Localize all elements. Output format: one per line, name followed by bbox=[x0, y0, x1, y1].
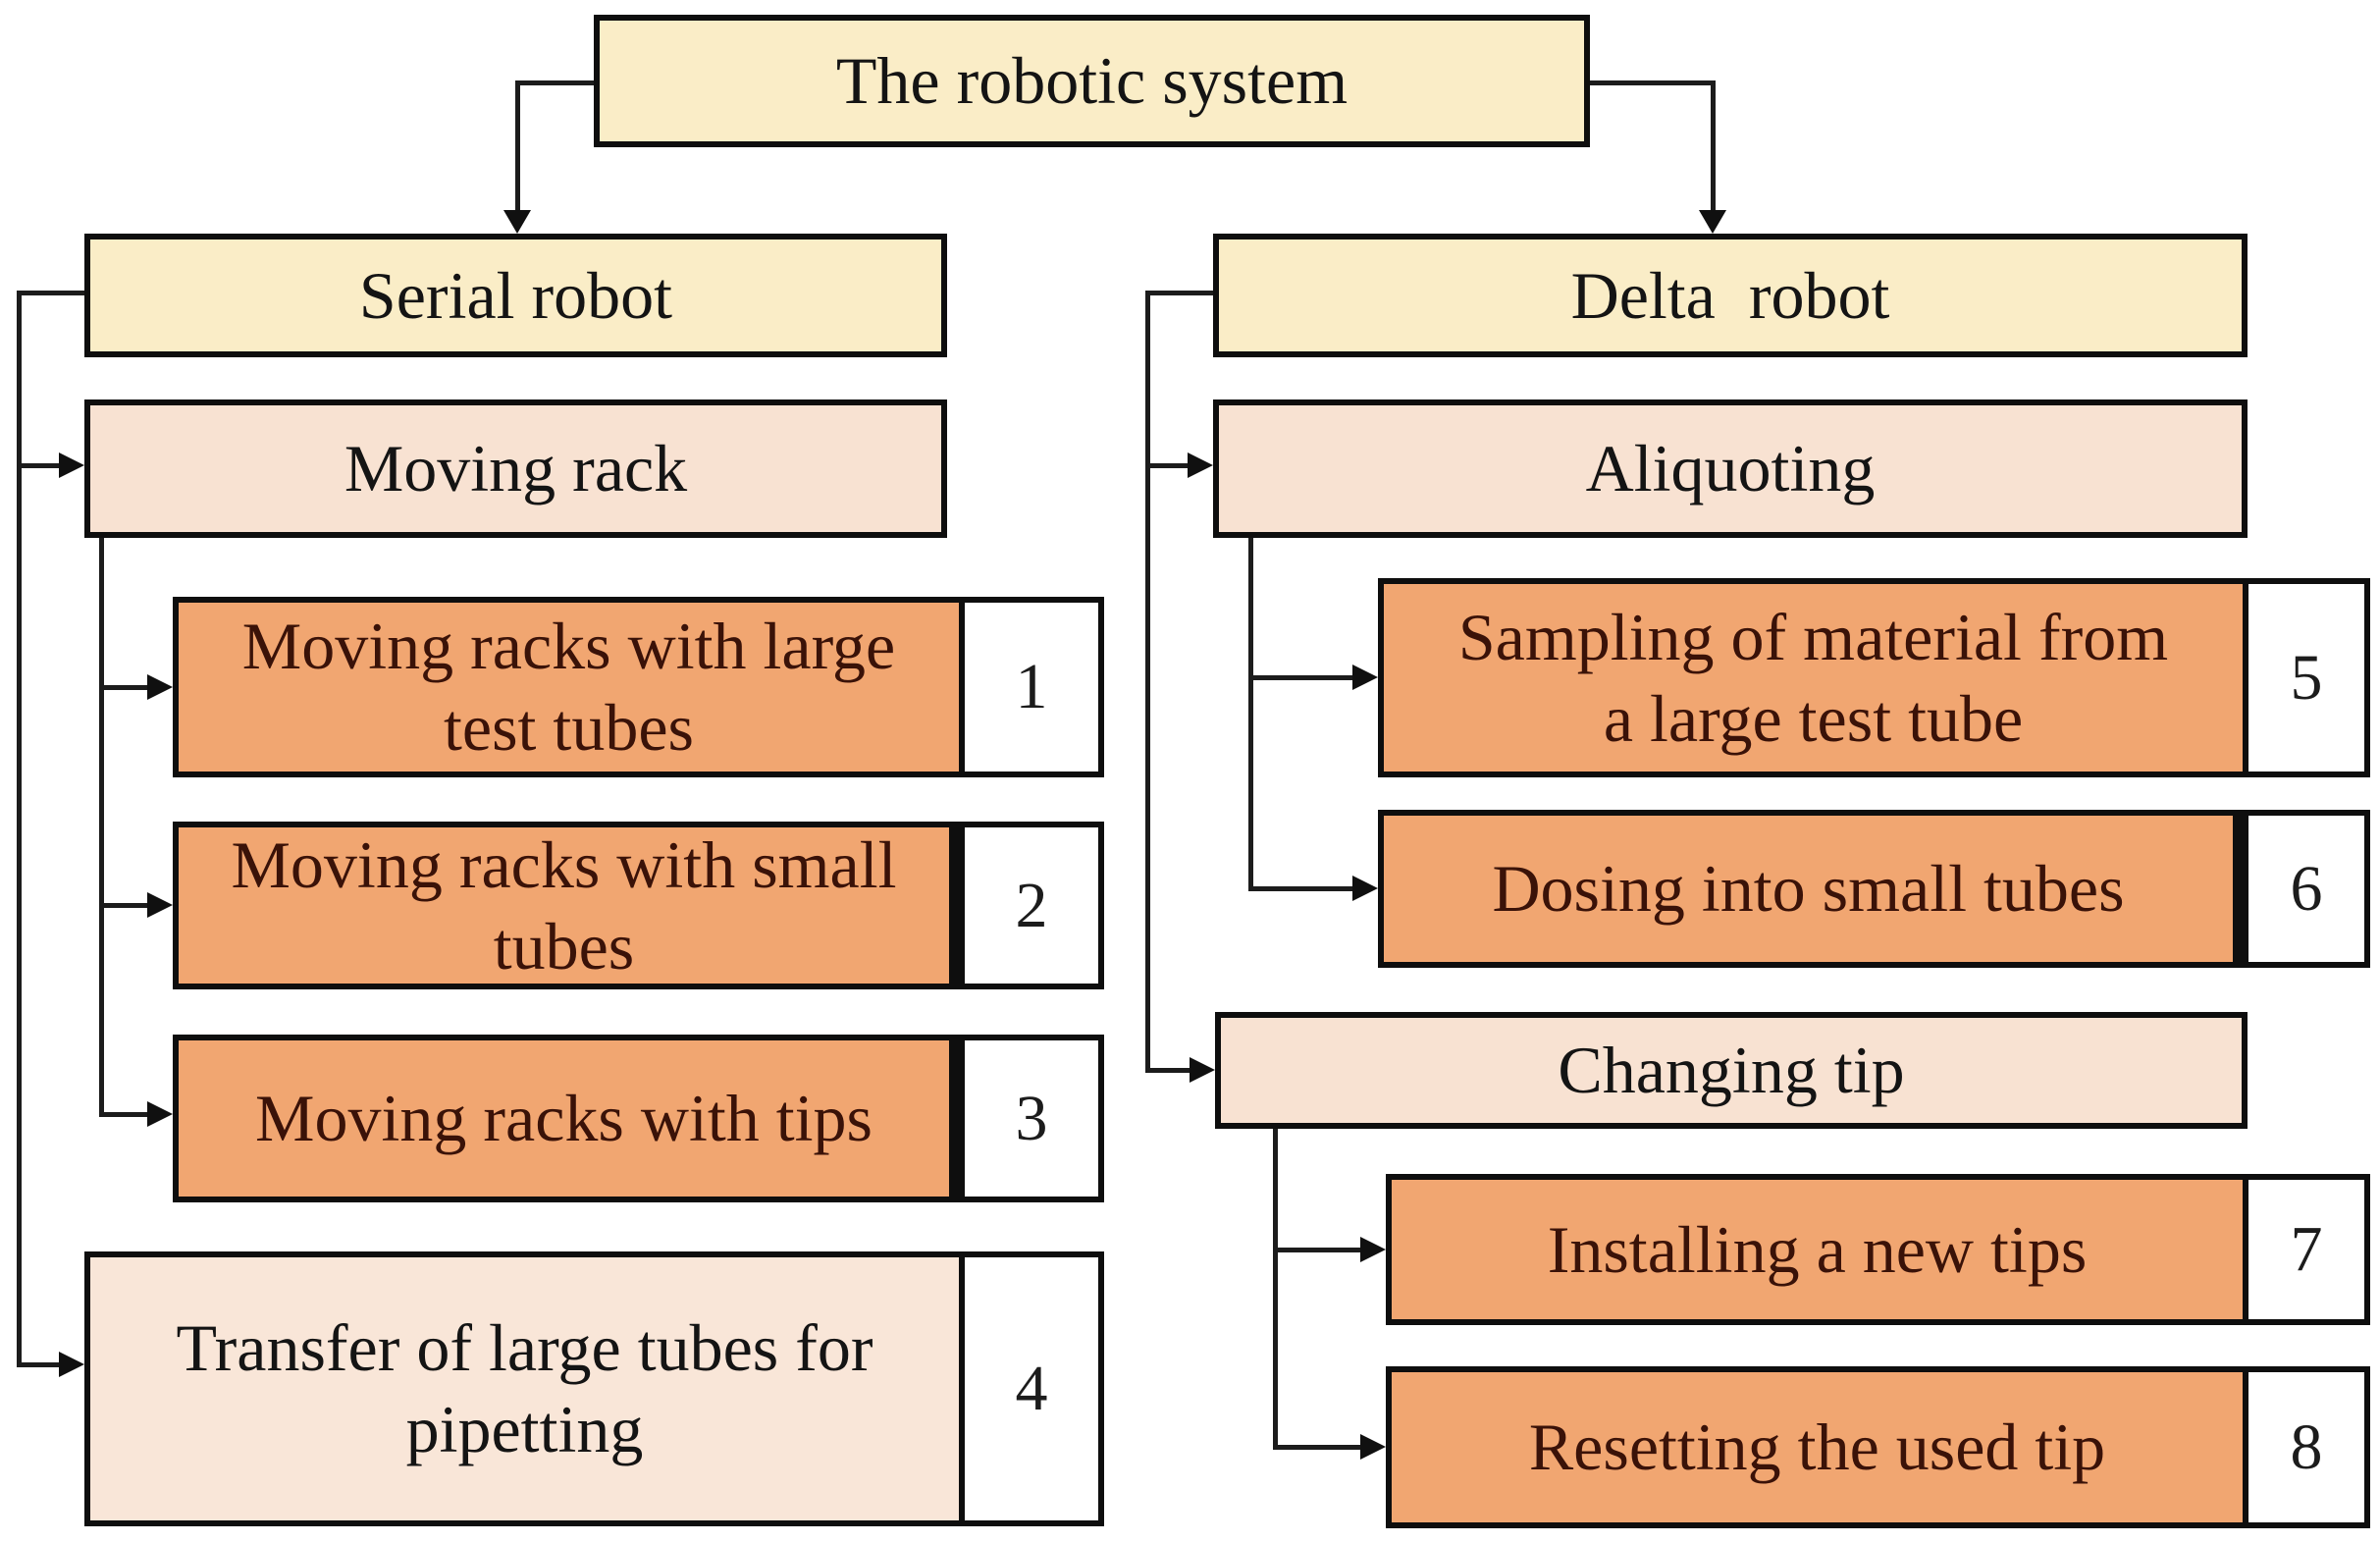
arrow-head-right bbox=[147, 674, 173, 700]
task-7-body: Installing a new tips bbox=[1392, 1180, 2243, 1319]
connector-line bbox=[99, 903, 150, 908]
task-resetting-used-tip: Resetting the used tip 8 bbox=[1386, 1366, 2370, 1528]
task-dosing-small-tubes: Dosing into small tubes 6 bbox=[1378, 810, 2370, 968]
arrow-head-right bbox=[1190, 1057, 1215, 1083]
task-7-label: Installing a new tips bbox=[1547, 1211, 2088, 1287]
task-sampling-material: Sampling of material from a large test t… bbox=[1378, 578, 2370, 777]
connector-line bbox=[17, 291, 84, 295]
node-moving-rack: Moving rack bbox=[84, 399, 947, 538]
task-installing-new-tips: Installing a new tips 7 bbox=[1386, 1174, 2370, 1325]
task-1-body: Moving racks with large test tubes bbox=[179, 603, 959, 772]
connector-line bbox=[1145, 1068, 1190, 1073]
arrow-head-right bbox=[1188, 452, 1213, 478]
task-6-number-cell: 6 bbox=[2248, 816, 2364, 962]
task-2-divider bbox=[949, 827, 965, 984]
task-3-divider bbox=[949, 1040, 965, 1197]
task-2-number-cell: 2 bbox=[965, 827, 1098, 984]
task-4-divider bbox=[959, 1257, 965, 1520]
task-8-divider bbox=[2243, 1372, 2248, 1522]
task-1-label: Moving racks with large test tubes bbox=[241, 609, 896, 765]
task-5-number-cell: 5 bbox=[2248, 584, 2364, 772]
task-3-label: Moving racks with tips bbox=[255, 1081, 873, 1156]
task-transfer-large-tubes: Transfer of large tubes for pipetting 4 bbox=[84, 1251, 1104, 1526]
task-4-label: Transfer of large tubes for pipetting bbox=[176, 1310, 873, 1466]
connector-line bbox=[99, 685, 150, 690]
arrow-head-right bbox=[1352, 876, 1378, 901]
task-4-number-cell: 4 bbox=[965, 1257, 1098, 1520]
node-serial-robot: Serial robot bbox=[84, 234, 947, 357]
connector-line bbox=[17, 291, 22, 1366]
arrow-head-right bbox=[147, 892, 173, 918]
connector-line bbox=[1145, 291, 1213, 295]
task-7-divider bbox=[2243, 1180, 2248, 1319]
connector-line bbox=[1248, 886, 1352, 891]
node-robotic-system-label: The robotic system bbox=[835, 43, 1349, 119]
task-7-number-cell: 7 bbox=[2248, 1180, 2364, 1319]
connector-line bbox=[515, 80, 520, 216]
connector-line bbox=[1590, 80, 1713, 85]
node-changing-tip-label: Changing tip bbox=[1558, 1033, 1905, 1108]
arrow-head-down bbox=[1699, 210, 1726, 234]
node-changing-tip: Changing tip bbox=[1215, 1012, 2248, 1129]
node-robotic-system: The robotic system bbox=[594, 15, 1590, 147]
node-delta-robot: Delta robot bbox=[1213, 234, 2248, 357]
node-delta-robot-label: Delta robot bbox=[1570, 257, 1890, 333]
task-5-label: Sampling of material from a large test t… bbox=[1457, 599, 2169, 756]
task-moving-racks-tips: Moving racks with tips 3 bbox=[173, 1035, 1104, 1202]
connector-line bbox=[1145, 291, 1150, 1070]
task-6-divider bbox=[2233, 816, 2248, 962]
node-moving-rack-label: Moving rack bbox=[344, 431, 688, 506]
connector-line bbox=[1248, 675, 1352, 680]
task-3-body: Moving racks with tips bbox=[179, 1040, 949, 1197]
connector-line bbox=[1145, 463, 1190, 468]
task-8-body: Resetting the used tip bbox=[1392, 1372, 2243, 1522]
task-7-number: 7 bbox=[2290, 1213, 2323, 1285]
connector-line bbox=[515, 80, 594, 85]
task-1-number-cell: 1 bbox=[965, 603, 1098, 772]
task-2-number: 2 bbox=[1015, 869, 1048, 941]
connector-line bbox=[1273, 1248, 1360, 1252]
task-moving-racks-large: Moving racks with large test tubes 1 bbox=[173, 597, 1104, 777]
task-4-number: 4 bbox=[1015, 1353, 1048, 1424]
arrow-head-right bbox=[1360, 1237, 1386, 1262]
task-1-number: 1 bbox=[1015, 651, 1048, 722]
task-2-label: Moving racks with small tubes bbox=[231, 826, 897, 984]
task-3-number-cell: 3 bbox=[965, 1040, 1098, 1197]
task-moving-racks-small: Moving racks with small tubes 2 bbox=[173, 822, 1104, 989]
arrow-head-right bbox=[147, 1101, 173, 1127]
node-aliquoting: Aliquoting bbox=[1213, 399, 2248, 538]
connector-line bbox=[99, 1112, 150, 1117]
connector-line bbox=[99, 538, 104, 1114]
task-5-number: 5 bbox=[2290, 641, 2323, 714]
arrow-head-right bbox=[59, 1352, 84, 1377]
task-8-number-cell: 8 bbox=[2248, 1372, 2364, 1522]
task-8-number: 8 bbox=[2290, 1410, 2323, 1483]
task-8-label: Resetting the used tip bbox=[1528, 1410, 2106, 1485]
task-4-body: Transfer of large tubes for pipetting bbox=[90, 1257, 959, 1520]
arrow-head-right bbox=[59, 452, 84, 478]
arrow-head-right bbox=[1360, 1434, 1386, 1460]
task-5-divider bbox=[2243, 584, 2248, 772]
connector-line bbox=[17, 1362, 61, 1367]
task-3-number: 3 bbox=[1015, 1082, 1048, 1154]
task-2-body: Moving racks with small tubes bbox=[179, 827, 949, 984]
connector-line bbox=[1273, 1129, 1278, 1447]
task-6-label: Dosing into small tubes bbox=[1492, 851, 2125, 927]
connector-line bbox=[1248, 538, 1253, 888]
connector-line bbox=[17, 463, 61, 468]
arrow-head-right bbox=[1352, 665, 1378, 690]
task-6-number: 6 bbox=[2290, 852, 2323, 925]
arrow-head-down bbox=[503, 210, 531, 234]
connector-line bbox=[1711, 80, 1716, 216]
node-serial-robot-label: Serial robot bbox=[358, 257, 673, 333]
task-1-divider bbox=[959, 603, 965, 772]
task-5-body: Sampling of material from a large test t… bbox=[1384, 584, 2243, 772]
connector-line bbox=[1273, 1445, 1360, 1450]
node-aliquoting-label: Aliquoting bbox=[1585, 431, 1876, 506]
task-6-body: Dosing into small tubes bbox=[1384, 816, 2233, 962]
